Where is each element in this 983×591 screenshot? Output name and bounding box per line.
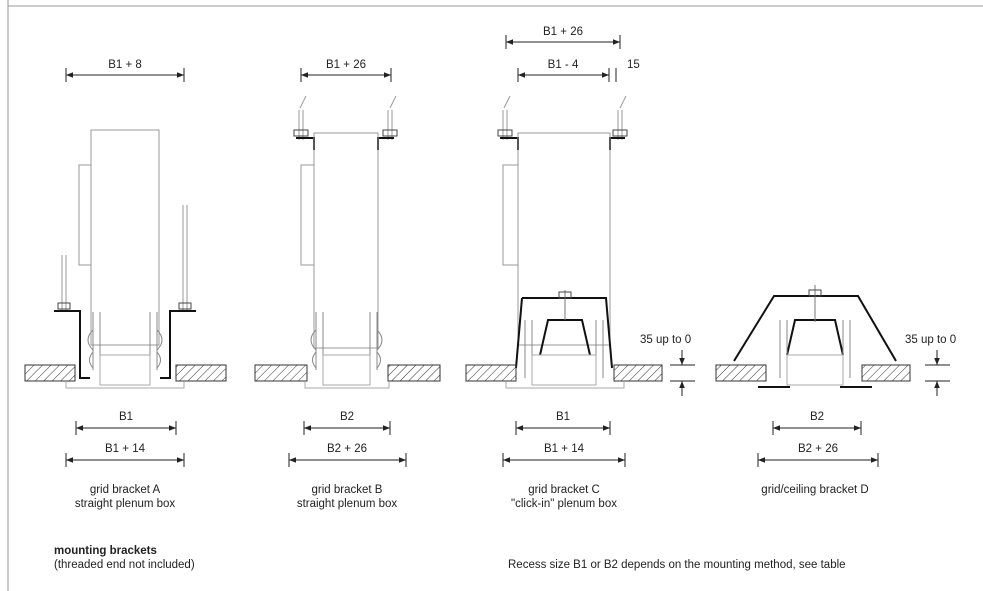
bracket-d-caption: grid/ceiling bracket D [735, 483, 895, 497]
bracket-c-top-dim-outer: B1 + 26 [543, 26, 583, 38]
bracket-c: B1 + 26 B1 - 4 15 35 up to 0 [465, 26, 695, 467]
bracket-c-caption-line2: "click-in" plenum box [511, 498, 617, 510]
bracket-a-caption-line1: grid bracket A [89, 484, 161, 496]
bracket-d: 35 up to 0 B2 B2 + 26 [715, 285, 956, 467]
footer-title: mounting brackets [54, 545, 157, 557]
footer-legend: mounting brackets (threaded end not incl… [54, 544, 195, 572]
bracket-c-top-dim-inner: B1 - 4 [548, 59, 579, 71]
bracket-c-top-dim-gap: 15 [627, 59, 640, 71]
bracket-a-top-dim: B1 + 8 [108, 59, 142, 71]
bracket-d-dim-outer: B2 + 26 [798, 443, 838, 455]
bracket-b-dim-inner: B2 [340, 411, 354, 423]
bracket-c-side-dim: 35 up to 0 [640, 334, 691, 346]
bracket-d-caption-line1: grid/ceiling bracket D [761, 484, 869, 496]
bracket-b-top-dim: B1 + 26 [326, 59, 366, 71]
bracket-b-caption-line1: grid bracket B [311, 484, 383, 496]
bracket-c-dim-outer: B1 + 14 [544, 443, 585, 455]
bracket-c-dim-inner: B1 [556, 411, 570, 423]
bracket-b-dim-outer: B2 + 26 [327, 443, 367, 455]
bracket-d-side-dim: 35 up to 0 [905, 334, 956, 346]
footer-subtitle: (threaded end not included) [54, 559, 195, 571]
bracket-b-caption: grid bracket B straight plenum box [272, 483, 422, 511]
bracket-a-dim-outer: B1 + 14 [105, 443, 146, 455]
bracket-a-caption-line2: straight plenum box [74, 498, 176, 510]
footer-note: Recess size B1 or B2 depends on the moun… [508, 559, 846, 571]
bracket-a: B1 + 8 B1 B1 + 14 [24, 59, 227, 467]
bracket-a-caption: grid bracket A straight plenum box [50, 483, 200, 511]
bracket-c-caption-line1: grid bracket C [528, 484, 600, 496]
bracket-d-dim-inner: B2 [810, 411, 824, 423]
bracket-b-caption-line2: straight plenum box [296, 498, 398, 510]
bracket-b: B1 + 26 B2 B2 + 26 [254, 59, 441, 467]
bracket-a-dim-inner: B1 [119, 411, 133, 423]
bracket-c-caption: grid bracket C "click-in" plenum box [484, 483, 644, 511]
